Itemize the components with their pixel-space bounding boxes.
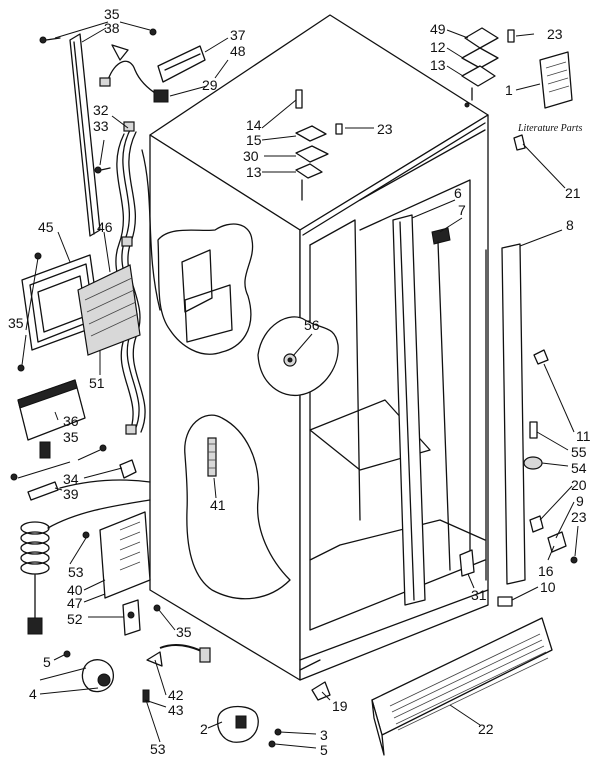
part-38-strip <box>39 33 101 237</box>
label-10: 10 <box>540 579 556 595</box>
label-38: 38 <box>104 20 120 36</box>
label-2: 2 <box>200 721 208 737</box>
label-22: 22 <box>478 721 494 737</box>
label-15: 15 <box>246 132 262 148</box>
label-19: 19 <box>332 698 348 714</box>
hinge-stack-center <box>295 89 343 201</box>
label-13-center: 13 <box>246 164 262 180</box>
small-parts-left <box>10 444 151 501</box>
part-52-clip <box>122 599 161 636</box>
label-6: 6 <box>454 185 462 201</box>
label-35-mid: 35 <box>8 315 24 331</box>
label-39: 39 <box>63 486 79 502</box>
label-55: 55 <box>571 444 587 460</box>
label-30: 30 <box>243 148 259 164</box>
cutaway-upper <box>157 223 254 355</box>
label-42: 42 <box>168 687 184 703</box>
label-34: 34 <box>63 471 79 487</box>
part-31 <box>459 549 475 577</box>
label-14: 14 <box>246 117 262 133</box>
label-23-top: 23 <box>547 26 563 42</box>
label-12: 12 <box>430 39 446 55</box>
label-41: 41 <box>210 497 226 513</box>
label-47: 47 <box>67 595 83 611</box>
label-33: 33 <box>93 118 109 134</box>
label-48: 48 <box>230 43 246 59</box>
label-23-right: 23 <box>571 509 587 525</box>
label-5-left: 5 <box>43 654 51 670</box>
label-37: 37 <box>230 27 246 43</box>
label-7: 7 <box>458 202 466 218</box>
hinge-stack-right <box>461 27 515 101</box>
label-29: 29 <box>202 77 218 93</box>
small-parts-right <box>497 349 578 607</box>
label-32: 32 <box>93 102 109 118</box>
label-56: 56 <box>304 317 320 333</box>
part-21 <box>513 134 526 151</box>
label-4: 4 <box>29 686 37 702</box>
label-8: 8 <box>566 217 574 233</box>
label-16: 16 <box>538 563 554 579</box>
label-35-top: 35 <box>104 6 120 22</box>
label-53-left: 53 <box>68 564 84 580</box>
label-36: 36 <box>63 413 79 429</box>
label-49: 49 <box>430 21 446 37</box>
label-20: 20 <box>571 477 587 493</box>
part-45-heater <box>17 252 101 372</box>
part-40-cord <box>20 499 151 635</box>
label-5-bottom: 5 <box>320 742 328 758</box>
part-4-5 <box>63 650 114 693</box>
label-9: 9 <box>576 493 584 509</box>
label-54: 54 <box>571 460 587 476</box>
label-53-bottom: 53 <box>150 741 166 757</box>
part-8-strip <box>485 243 526 585</box>
part-37-29 <box>99 28 206 103</box>
part-42-43 <box>142 644 211 703</box>
label-35-bottom: 35 <box>176 624 192 640</box>
label-52: 52 <box>67 611 83 627</box>
cutaway-lower <box>184 414 291 600</box>
label-46: 46 <box>97 219 113 235</box>
label-1: 1 <box>505 82 513 98</box>
label-23-center: 23 <box>377 121 393 137</box>
part-2-3 <box>217 705 282 748</box>
cutaway-right <box>257 316 339 397</box>
part-47-bracket <box>82 511 151 599</box>
leader-lines <box>17 21 579 749</box>
label-45: 45 <box>38 219 54 235</box>
part-6-7-strips <box>392 214 451 606</box>
label-3: 3 <box>320 727 328 743</box>
label-40: 40 <box>67 582 83 598</box>
label-13-right: 13 <box>430 57 446 73</box>
label-31: 31 <box>471 587 487 603</box>
label-35-lower: 35 <box>63 429 79 445</box>
label-51: 51 <box>89 375 105 391</box>
label-literature-parts: Literature Parts <box>518 123 583 134</box>
label-21: 21 <box>565 185 581 201</box>
part-36-box <box>17 379 86 459</box>
part-46-panel <box>77 264 141 356</box>
label-43: 43 <box>168 702 184 718</box>
part-22-grille <box>371 617 553 756</box>
literature-booklet <box>539 51 573 109</box>
label-11: 11 <box>576 428 591 444</box>
